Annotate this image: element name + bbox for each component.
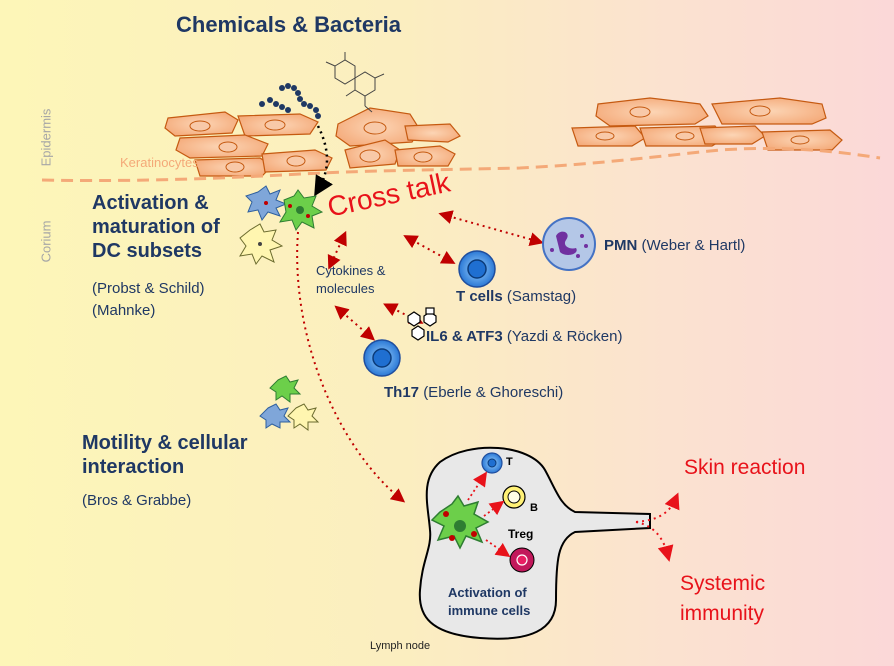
dendritic-cell-blue bbox=[245, 185, 288, 222]
lymph-node-arrows bbox=[467, 471, 511, 558]
chemical-structure-icon bbox=[325, 52, 385, 113]
motility-heading-line2: interaction bbox=[82, 456, 185, 478]
pmn-cell bbox=[542, 217, 596, 271]
basement-membrane-line bbox=[41, 146, 881, 183]
il6-label: IL6 & ATF3 bbox=[426, 328, 503, 345]
dendritic-cell-green bbox=[279, 189, 324, 232]
cytokines-line1: Cytokines & bbox=[316, 263, 386, 278]
ln-treg-label: Treg bbox=[508, 527, 534, 541]
outcome-arrows bbox=[635, 492, 680, 562]
th17-ref: (Eberle & Ghoreschi) bbox=[423, 384, 564, 401]
cytokine-molecule-icons bbox=[407, 307, 437, 341]
dendritic-cell-yellow bbox=[239, 223, 284, 266]
ln-activation-line2: immune cells bbox=[448, 603, 531, 618]
antigen-uptake-arrow bbox=[314, 125, 334, 197]
th17-cell bbox=[363, 339, 401, 377]
th17-text: Th17 (Eberle & Ghoreschi) bbox=[384, 384, 563, 401]
motility-heading-line1: Motility & cellular bbox=[82, 432, 248, 454]
label-corium: Corium bbox=[38, 220, 54, 263]
keratinocyte-nuclei-right bbox=[595, 105, 810, 145]
lymph-node-t-cell bbox=[481, 452, 503, 474]
t-cell bbox=[458, 250, 496, 288]
cross-talk-arrows bbox=[296, 210, 544, 503]
tcells-text: T cells (Samstag) bbox=[456, 288, 576, 305]
lymph-node-treg-cell bbox=[509, 547, 535, 573]
activation-ref1: (Probst & Schild) bbox=[92, 280, 205, 297]
tcells-ref: (Samstag) bbox=[506, 288, 577, 305]
ln-activation-line1: Activation of bbox=[448, 585, 527, 600]
bacteria-chain bbox=[259, 83, 321, 119]
systemic-line1: Systemic bbox=[680, 572, 766, 595]
lymph-node-b-cell bbox=[502, 485, 526, 509]
activation-heading-line1: Activation & bbox=[92, 192, 209, 214]
pmn-ref: (Weber & Hartl) bbox=[641, 237, 746, 254]
motility-ref: (Bros & Grabbe) bbox=[82, 492, 192, 509]
il6-ref: (Yazdi & Röcken) bbox=[506, 328, 623, 345]
activation-heading-line2: maturation of bbox=[92, 216, 220, 238]
lymph-node-dc bbox=[430, 494, 490, 550]
pmn-text: PMN (Weber & Hartl) bbox=[604, 237, 745, 254]
lymph-node-label: Lymph node bbox=[370, 640, 431, 652]
ln-b-label: B bbox=[530, 502, 538, 514]
activation-ref2: (Mahnke) bbox=[92, 302, 156, 319]
activation-heading-line3: DC subsets bbox=[92, 240, 203, 262]
cytokines-line2: molecules bbox=[316, 281, 375, 296]
keratinocyte-nuclei-left bbox=[189, 119, 433, 173]
il6-text: IL6 & ATF3 (Yazdi & Röcken) bbox=[426, 328, 622, 345]
tcells-label: T cells bbox=[456, 288, 503, 305]
label-keratinocytes: Keratinocytes bbox=[120, 155, 199, 170]
ln-t-label: T bbox=[506, 456, 513, 468]
systemic-line2: immunity bbox=[680, 602, 765, 625]
title: Chemicals & Bacteria bbox=[176, 12, 401, 37]
label-epidermis: Epidermis bbox=[38, 108, 54, 167]
keratinocyte-cluster-left bbox=[164, 107, 461, 177]
skin-reaction-label: Skin reaction bbox=[684, 456, 806, 479]
lymph-node-shape bbox=[418, 446, 651, 640]
pmn-label: PMN bbox=[604, 237, 638, 254]
motility-dendritic-cells bbox=[259, 375, 320, 431]
th17-label: Th17 bbox=[384, 384, 420, 401]
